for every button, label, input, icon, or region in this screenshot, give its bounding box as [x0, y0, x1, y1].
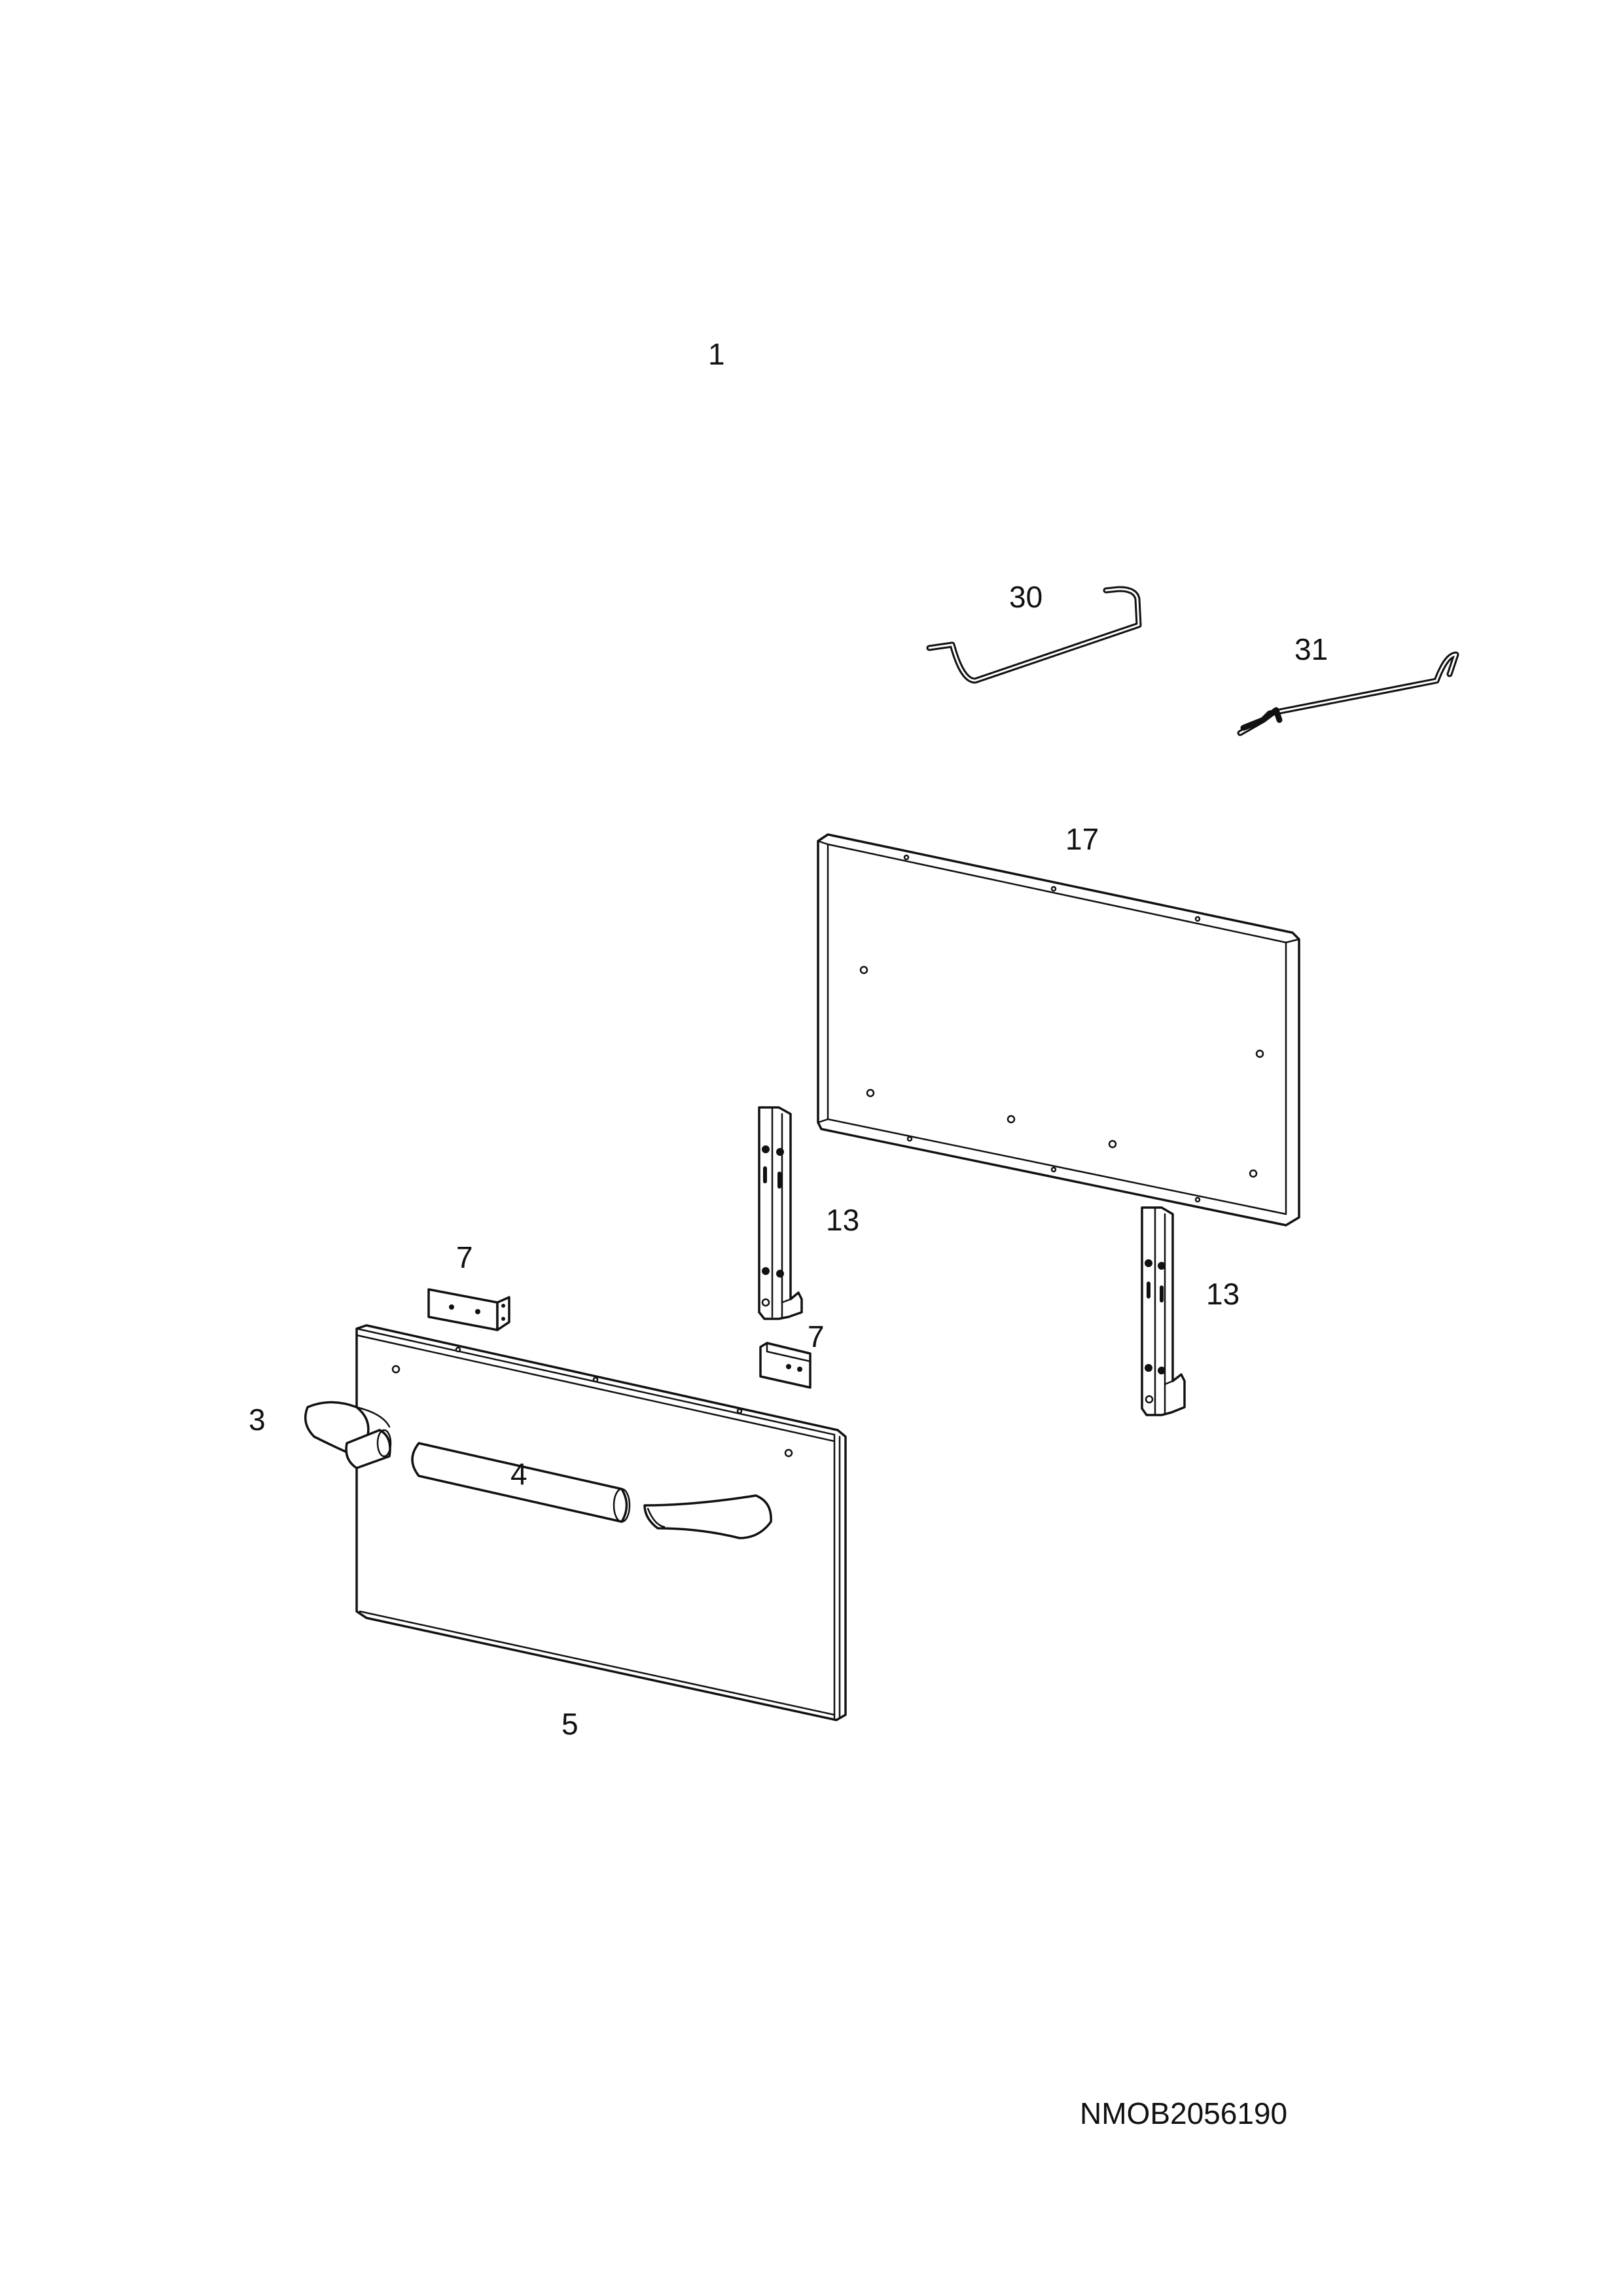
callout-part-4: 4 [510, 1457, 527, 1491]
callout-part-13-right: 13 [1206, 1277, 1240, 1311]
bracket-7-left [427, 1288, 510, 1331]
hinge-13-right [1141, 1206, 1186, 1416]
bracket-7-right [759, 1342, 812, 1389]
callout-part-30: 30 [1009, 580, 1043, 614]
hinge-13-left [758, 1106, 803, 1320]
callout-part-31: 31 [1294, 632, 1328, 666]
callout-part-3: 3 [249, 1403, 266, 1437]
wire-support-30 [926, 586, 1142, 684]
reference-code: NMOB2056190 [1080, 2096, 1287, 2130]
wire-support-31 [1237, 651, 1459, 736]
rear-panel-17 [817, 833, 1300, 1227]
callout-part-13-left: 13 [826, 1203, 859, 1237]
callout-part-7-left: 7 [456, 1240, 473, 1274]
handle-tube-4 [411, 1442, 772, 1539]
callout-part-7-right: 7 [808, 1319, 825, 1354]
door-panel-5 [355, 1324, 847, 1721]
handle-end-cap-3 [304, 1401, 392, 1469]
callout-part-5: 5 [562, 1707, 579, 1741]
callout-part-1: 1 [708, 337, 725, 371]
callout-part-17: 17 [1065, 822, 1099, 856]
